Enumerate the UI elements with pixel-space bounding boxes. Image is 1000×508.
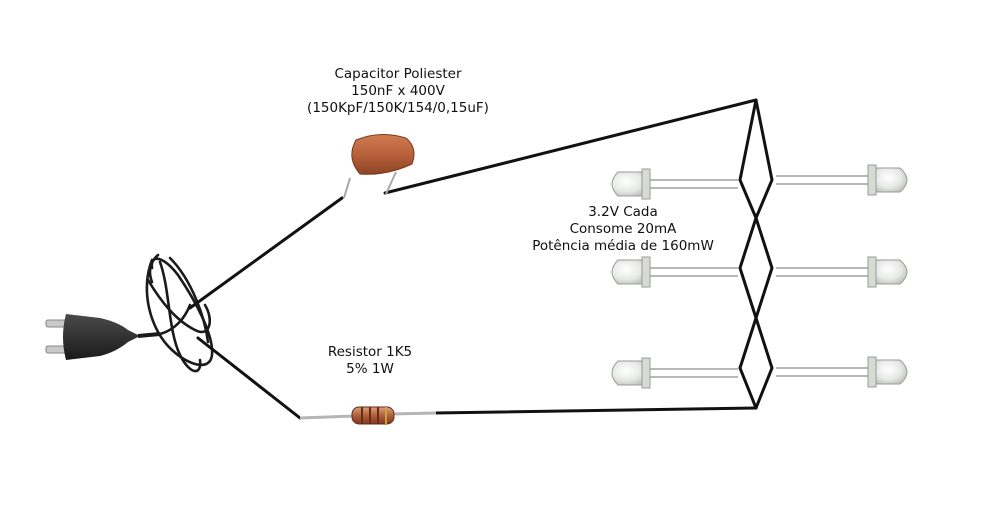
capacitor-label-line3: (150KpF/150K/154/0,15uF)	[307, 100, 489, 116]
wires	[188, 98, 774, 420]
resistor-label: Resistor 1K5 5% 1W	[300, 344, 440, 378]
power-plug	[45, 314, 161, 360]
led-info-line3: Potência média de 160mW	[532, 238, 714, 254]
capacitor-label-line2: 150nF x 400V	[351, 83, 445, 99]
resistor-body	[351, 406, 395, 425]
coiled-cord	[145, 253, 214, 373]
wire-to-capacitor	[188, 196, 344, 310]
capacitor-component	[343, 134, 415, 199]
plug-body	[63, 314, 140, 360]
led-left-3	[611, 357, 738, 389]
capacitor-body	[351, 134, 415, 175]
led-left-1	[611, 168, 738, 200]
resistor-label-line2: 5% 1W	[346, 361, 394, 377]
wire-capacitor-to-top	[383, 98, 758, 195]
wire-ladder-right-a	[754, 98, 774, 410]
led-left-2	[611, 256, 738, 288]
led-info-line2: Consome 20mA	[569, 221, 677, 237]
led-right-1	[776, 164, 908, 196]
led-right-2	[776, 256, 908, 288]
led-right-3	[776, 356, 908, 388]
wire-resistor-to-bottom	[433, 406, 758, 415]
wire-to-resistor	[196, 336, 302, 420]
capacitor-label: Capacitor Poliester 150nF x 400V (150KpF…	[288, 66, 508, 117]
capacitor-label-line1: Capacitor Poliester	[334, 66, 462, 82]
led-info-line1: 3.2V Cada	[588, 204, 658, 220]
wire-ladder-left-a	[738, 98, 758, 410]
led-info-label: 3.2V Cada Consome 20mA Potência média de…	[508, 204, 738, 255]
resistor-label-line1: Resistor 1K5	[327, 344, 413, 360]
resistor-component	[299, 406, 437, 425]
